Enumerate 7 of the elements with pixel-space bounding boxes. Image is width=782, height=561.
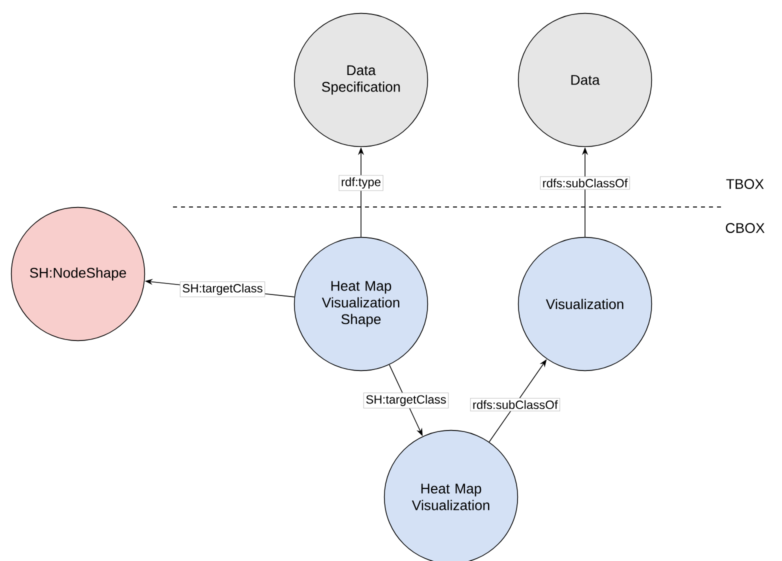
edge-label: SH:targetClass	[363, 392, 449, 408]
layer-label: CBOX	[726, 223, 765, 233]
edge-label: SH:targetClass	[180, 281, 266, 298]
layer-label: TBOX	[726, 179, 764, 189]
edge-label: rdfs:subClassOf	[470, 398, 560, 412]
edge-label: rdf:type	[338, 175, 384, 191]
edge-label: rdfs:subClassOf	[540, 176, 630, 190]
